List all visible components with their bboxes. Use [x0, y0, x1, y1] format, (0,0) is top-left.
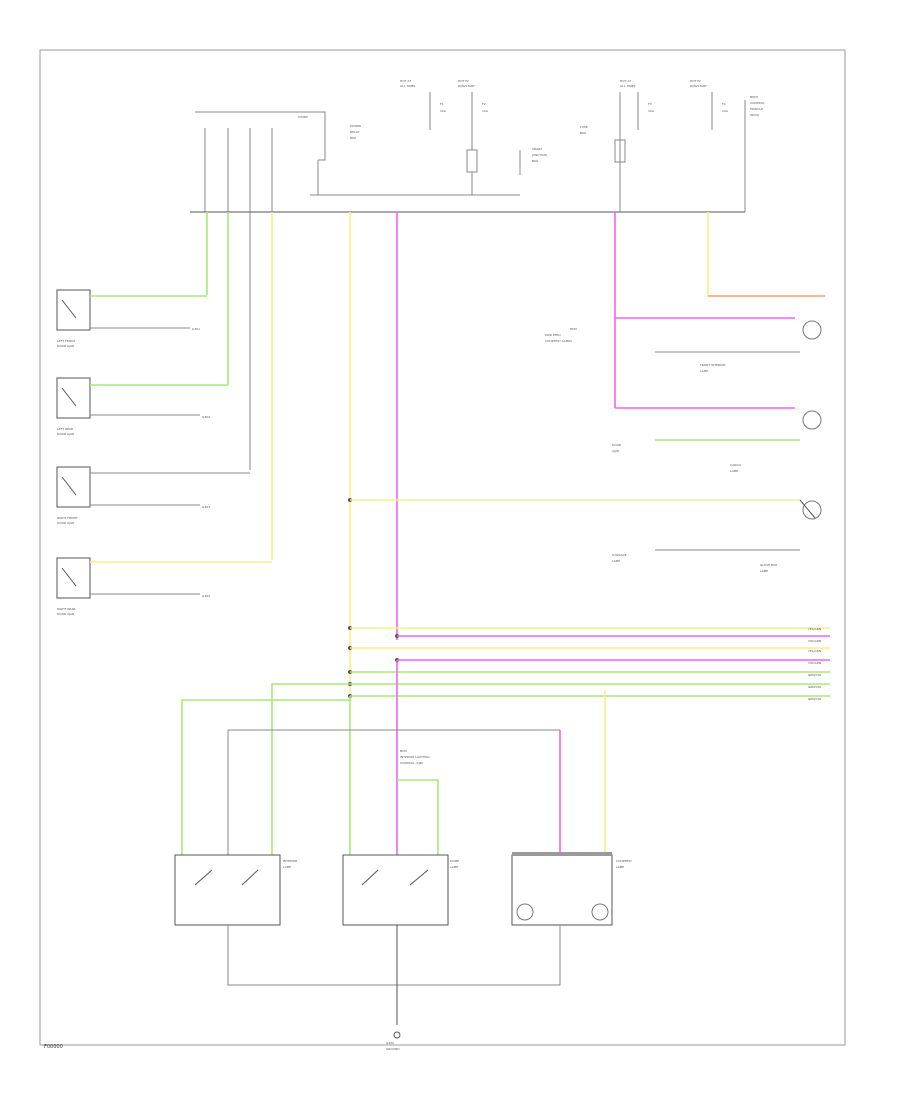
right-lamps: BCM PWR FEED COURTESY LAMPS FRONT INTERIO… — [545, 212, 825, 573]
svg-text:LAMP: LAMP — [730, 469, 738, 473]
svg-text:LAMP: LAMP — [700, 369, 708, 373]
diagram-frame — [39, 49, 846, 1046]
svg-text:PWR FEED: PWR FEED — [545, 333, 561, 337]
svg-text:HOT AT: HOT AT — [400, 79, 411, 83]
svg-text:BOX: BOX — [580, 131, 586, 135]
svg-text:(BCM): (BCM) — [750, 113, 759, 117]
svg-text:10A: 10A — [482, 109, 489, 113]
svg-text:FRONT INTERIOR: FRONT INTERIOR — [700, 363, 725, 367]
svg-text:YEL/GRN: YEL/GRN — [808, 627, 821, 631]
svg-text:F1: F1 — [440, 102, 444, 106]
svg-text:BOX: BOX — [532, 159, 538, 163]
svg-text:G200: G200 — [386, 1041, 394, 1045]
svg-text:G302: G302 — [202, 415, 210, 419]
svg-text:GRN/VIO: GRN/VIO — [808, 685, 822, 689]
svg-text:DOOR AJAR: DOOR AJAR — [57, 344, 74, 348]
svg-text:LAMP: LAMP — [616, 865, 624, 869]
svg-text:LAMP: LAMP — [450, 865, 458, 869]
svg-text:BODY: BODY — [750, 95, 759, 99]
svg-text:SMART: SMART — [532, 147, 542, 151]
svg-text:CARGO: CARGO — [730, 463, 742, 467]
svg-text:VIO/GRN: VIO/GRN — [808, 639, 821, 643]
svg-text:CONTROL: CONTROL — [750, 101, 765, 105]
svg-text:RIGHT FRONT: RIGHT FRONT — [57, 516, 78, 520]
svg-text:VIO/GRN: VIO/GRN — [808, 661, 821, 665]
svg-text:HOT IN: HOT IN — [458, 79, 469, 83]
svg-text:GLOVE BOX: GLOVE BOX — [760, 563, 777, 567]
svg-text:DOOR AJAR: DOOR AJAR — [57, 612, 74, 616]
svg-text:F4: F4 — [722, 102, 726, 106]
svg-text:DOOR AJAR: DOOR AJAR — [57, 521, 74, 525]
output-buses: YEL/GRN VIO/GRN YEL/GRN VIO/GRN GRN/VIO GRN… — [350, 499, 830, 701]
svg-text:G301: G301 — [192, 327, 200, 331]
svg-text:JUNCTION: JUNCTION — [531, 153, 547, 157]
svg-text:RELAY: RELAY — [350, 130, 360, 134]
svg-text:FUSE: FUSE — [580, 125, 588, 129]
svg-text:ALL TIMES: ALL TIMES — [620, 84, 636, 88]
svg-text:BOX: BOX — [350, 136, 356, 140]
svg-text:RUN/START: RUN/START — [458, 84, 475, 88]
svg-text:AJAR: AJAR — [612, 449, 619, 453]
svg-text:LEFT FRONT: LEFT FRONT — [57, 339, 75, 343]
svg-text:C2280: C2280 — [298, 115, 308, 119]
svg-text:RIGHT REAR: RIGHT REAR — [57, 607, 75, 611]
svg-text:INTERIOR: INTERIOR — [283, 859, 297, 863]
svg-text:CONTROL (CJB): CONTROL (CJB) — [400, 761, 423, 765]
svg-text:LUGGAGE: LUGGAGE — [612, 553, 627, 557]
svg-text:MODULE: MODULE — [750, 107, 763, 111]
svg-text:G304: G304 — [202, 594, 210, 598]
svg-text:BCM: BCM — [570, 327, 577, 331]
svg-text:DOME: DOME — [450, 859, 459, 863]
svg-text:COURTESY LAMPS: COURTESY LAMPS — [545, 339, 572, 343]
svg-text:10A: 10A — [722, 109, 729, 113]
svg-text:INTERIOR LIGHTING: INTERIOR LIGHTING — [400, 755, 430, 759]
svg-text:GRN/VIO: GRN/VIO — [808, 697, 822, 701]
svg-text:LAMP: LAMP — [760, 569, 768, 573]
center-feeds — [348, 212, 399, 700]
svg-text:BCM: BCM — [400, 749, 407, 753]
svg-text:RUN/START: RUN/START — [690, 84, 707, 88]
svg-text:G303: G303 — [202, 505, 210, 509]
svg-text:LEFT REAR: LEFT REAR — [57, 427, 73, 431]
svg-text:10A: 10A — [648, 109, 655, 113]
svg-text:ALL TIMES: ALL TIMES — [400, 84, 416, 88]
diagram-code: F00000 — [44, 1044, 63, 1050]
svg-text:10A: 10A — [440, 109, 447, 113]
svg-text:POWER: POWER — [350, 124, 361, 128]
svg-text:HOT IN: HOT IN — [690, 79, 701, 83]
svg-text:LAMP: LAMP — [283, 865, 291, 869]
svg-text:GRN/VIO: GRN/VIO — [808, 673, 822, 677]
svg-text:HOT AT: HOT AT — [620, 79, 631, 83]
svg-text:DOOR AJAR: DOOR AJAR — [57, 432, 74, 436]
svg-text:F3: F3 — [648, 102, 652, 106]
svg-text:LAMP: LAMP — [612, 559, 620, 563]
svg-text:DOOR: DOOR — [612, 443, 621, 447]
bottom-switches: INTERIOR LAMP DOME LAMP COURTESY LAMP BCM IN… — [174, 660, 632, 1051]
svg-text:COURTESY: COURTESY — [616, 859, 632, 863]
svg-text:GROUND: GROUND — [386, 1047, 400, 1051]
svg-text:YEL/GRN: YEL/GRN — [808, 649, 821, 653]
svg-text:F2: F2 — [482, 102, 486, 106]
